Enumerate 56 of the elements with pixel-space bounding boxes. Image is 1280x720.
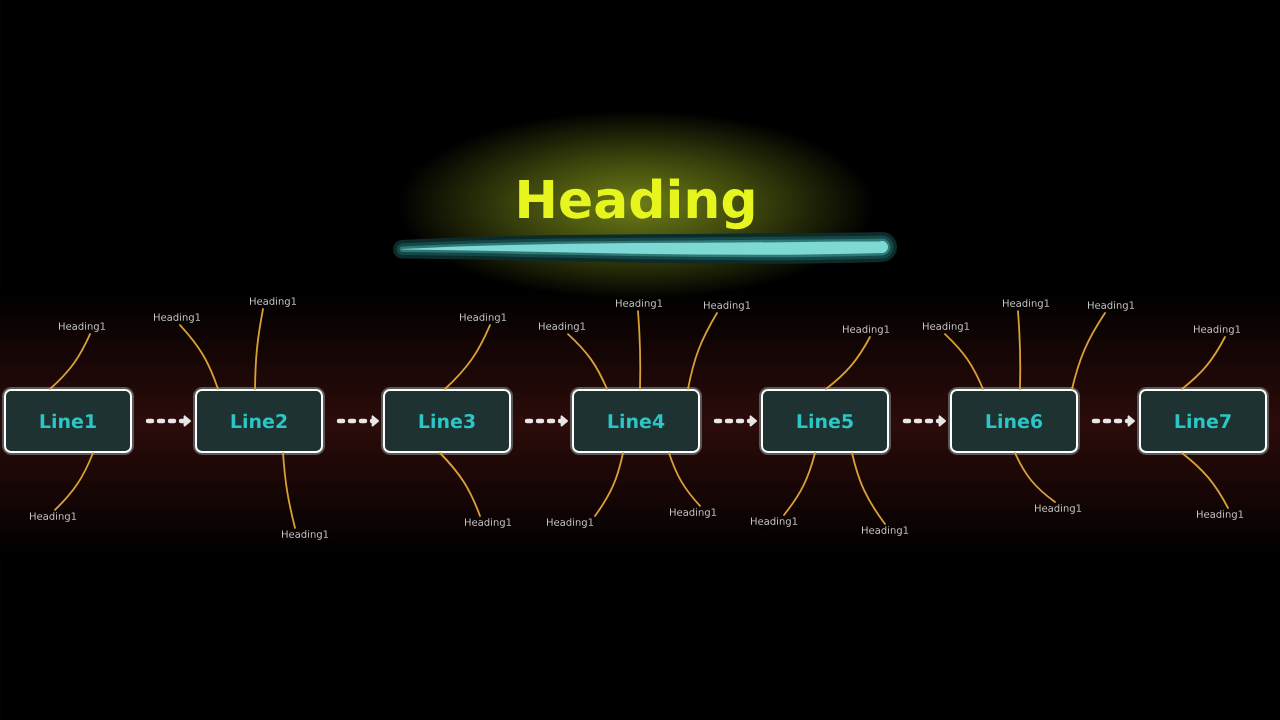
leader-line <box>179 324 219 390</box>
callout-label: Heading1 <box>616 299 663 309</box>
leader-line <box>1017 310 1022 390</box>
leader-line <box>444 324 491 390</box>
leader-line <box>687 312 718 390</box>
leader-line <box>282 452 296 529</box>
callout-label: Heading1 <box>704 301 751 311</box>
callout-label: Heading1 <box>154 313 201 323</box>
leader-line <box>1071 312 1106 390</box>
title: Heading <box>519 178 754 230</box>
callout-label: Heading1 <box>1088 301 1135 311</box>
callout-label: Heading1 <box>1003 299 1050 309</box>
leader-line <box>668 452 701 507</box>
arrow <box>1091 415 1135 427</box>
callout-label: Heading1 <box>751 517 798 527</box>
callout-label: Heading1 <box>923 322 970 332</box>
callout-label: Heading1 <box>1035 504 1082 514</box>
arrow <box>713 415 757 427</box>
callout-label: Heading1 <box>547 518 594 528</box>
leader-line <box>825 336 871 390</box>
leader-line <box>1014 452 1056 503</box>
arrow <box>145 415 191 427</box>
callout-label: Heading1 <box>282 530 329 540</box>
process-box: Line4 <box>570 387 702 455</box>
callout-label: Heading1 <box>670 508 717 518</box>
callout-label: Heading1 <box>465 518 512 528</box>
arrow <box>524 415 568 427</box>
callout-label: Heading1 <box>250 297 297 307</box>
leader-line <box>637 310 642 390</box>
leader-line <box>439 452 481 517</box>
callout-label: Heading1 <box>539 322 586 332</box>
callout-label: Heading1 <box>843 325 890 335</box>
callout-label: Heading1 <box>460 313 507 323</box>
callout-label: Heading1 <box>862 526 909 536</box>
leader-line <box>49 333 91 390</box>
callout-label: Heading1 <box>1197 510 1244 520</box>
process-box: Line6 <box>948 387 1080 455</box>
callout-label: Heading1 <box>1194 325 1241 335</box>
callout-label: Heading1 <box>59 322 106 332</box>
process-box: Line5 <box>759 387 891 455</box>
arrow <box>902 415 946 427</box>
leader-line <box>783 452 816 516</box>
process-box: Line3 <box>381 387 513 455</box>
process-box: Line2 <box>193 387 325 455</box>
leader-line <box>54 452 94 511</box>
process-box: Line1 <box>2 387 134 455</box>
arrow <box>336 415 379 427</box>
callout-label: Heading1 <box>30 512 77 522</box>
process-box: Line7 <box>1137 387 1269 455</box>
leader-line <box>1181 336 1226 390</box>
leader-line <box>594 452 624 517</box>
leader-line <box>1181 452 1229 509</box>
leader-line <box>254 308 264 390</box>
leader-line <box>851 452 886 525</box>
leader-line <box>944 333 984 390</box>
leader-line <box>567 333 608 390</box>
